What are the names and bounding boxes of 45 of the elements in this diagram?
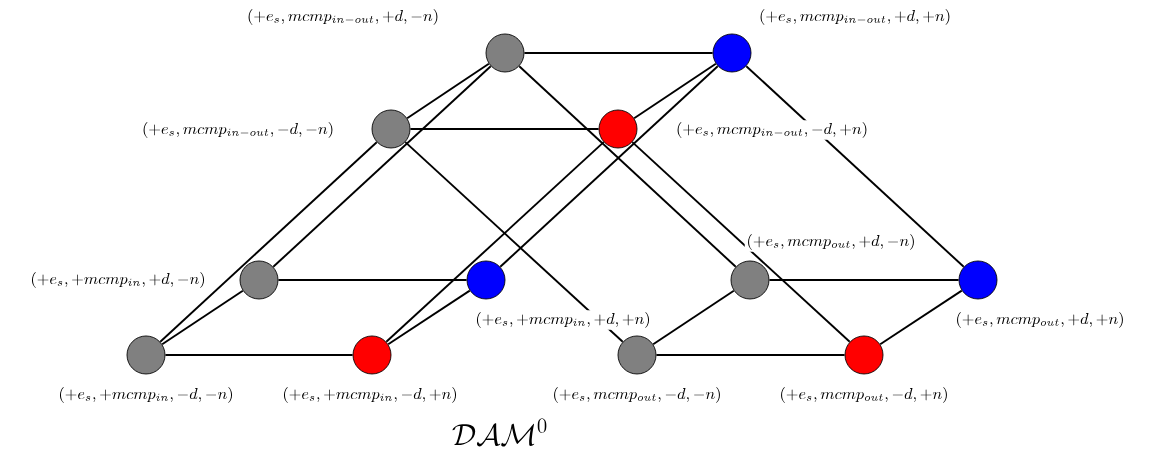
edge-line: [745, 65, 965, 268]
state-circle: [485, 33, 525, 73]
state-circle: [352, 335, 392, 375]
edge-line: [768, 279, 960, 281]
state-circle: [712, 33, 752, 73]
state-circle: [466, 260, 506, 300]
state-label: $(+e_s, mcmp_{in-out}, -d, +n)$: [674, 120, 870, 140]
edge-line: [631, 141, 851, 343]
edge-line: [277, 279, 468, 281]
state-label: $(+e_s, mcmp_{in-out}, +d, -n)$: [245, 7, 441, 27]
edge-line: [161, 289, 244, 346]
state-label: $(+e_s, mcmp_{out}, +d, +n)$: [953, 310, 1127, 330]
edge-line: [387, 289, 471, 346]
edge-line: [652, 289, 735, 346]
edge-line: [406, 62, 490, 120]
state-circle: [730, 260, 770, 300]
state-label: $(+e_s, +mcmp_{in}, -d, +n)$: [280, 385, 460, 405]
state-circle: [371, 109, 411, 149]
state-label: $(+e_s, mcmp_{in-out}, -d, -n)$: [140, 120, 336, 140]
edge-line: [385, 141, 605, 343]
edge-line: [409, 128, 600, 130]
edge-line: [404, 141, 624, 343]
state-label: $(+e_s, +mcmp_{in}, +d, +n)$: [473, 310, 653, 330]
state-circle: [617, 335, 657, 375]
state-circle: [126, 335, 166, 375]
edge-line: [272, 65, 492, 268]
edge-line: [633, 62, 717, 120]
state-label: $(+e_s, mcmp_{out}, +d, -n)$: [744, 232, 918, 252]
edge-line: [164, 354, 354, 356]
state-circle: [958, 260, 998, 300]
state-label: $(+e_s, mcmp_{out}, -d, +n)$: [777, 385, 951, 405]
edge-line: [879, 289, 963, 346]
state-circle: [844, 335, 884, 375]
state-circle: [598, 109, 638, 149]
edge-line: [518, 65, 737, 268]
state-circle: [239, 260, 279, 300]
edge-line: [159, 141, 378, 343]
state-label: $(+e_s, mcmp_{out}, -d, -n)$: [550, 385, 724, 405]
state-label: $(+e_s, +mcmp_{in}, -d, -n)$: [56, 385, 236, 405]
edge-line: [499, 65, 719, 268]
state-label: $(+e_s, +mcmp_{in}, +d, -n)$: [28, 270, 208, 290]
caption: $\mathcal{DAM}^0$: [452, 418, 547, 447]
edge-line: [523, 52, 714, 54]
edge-line: [655, 354, 846, 356]
state-label: $(+e_s, mcmp_{in-out}, +d, +n)$: [757, 7, 953, 27]
